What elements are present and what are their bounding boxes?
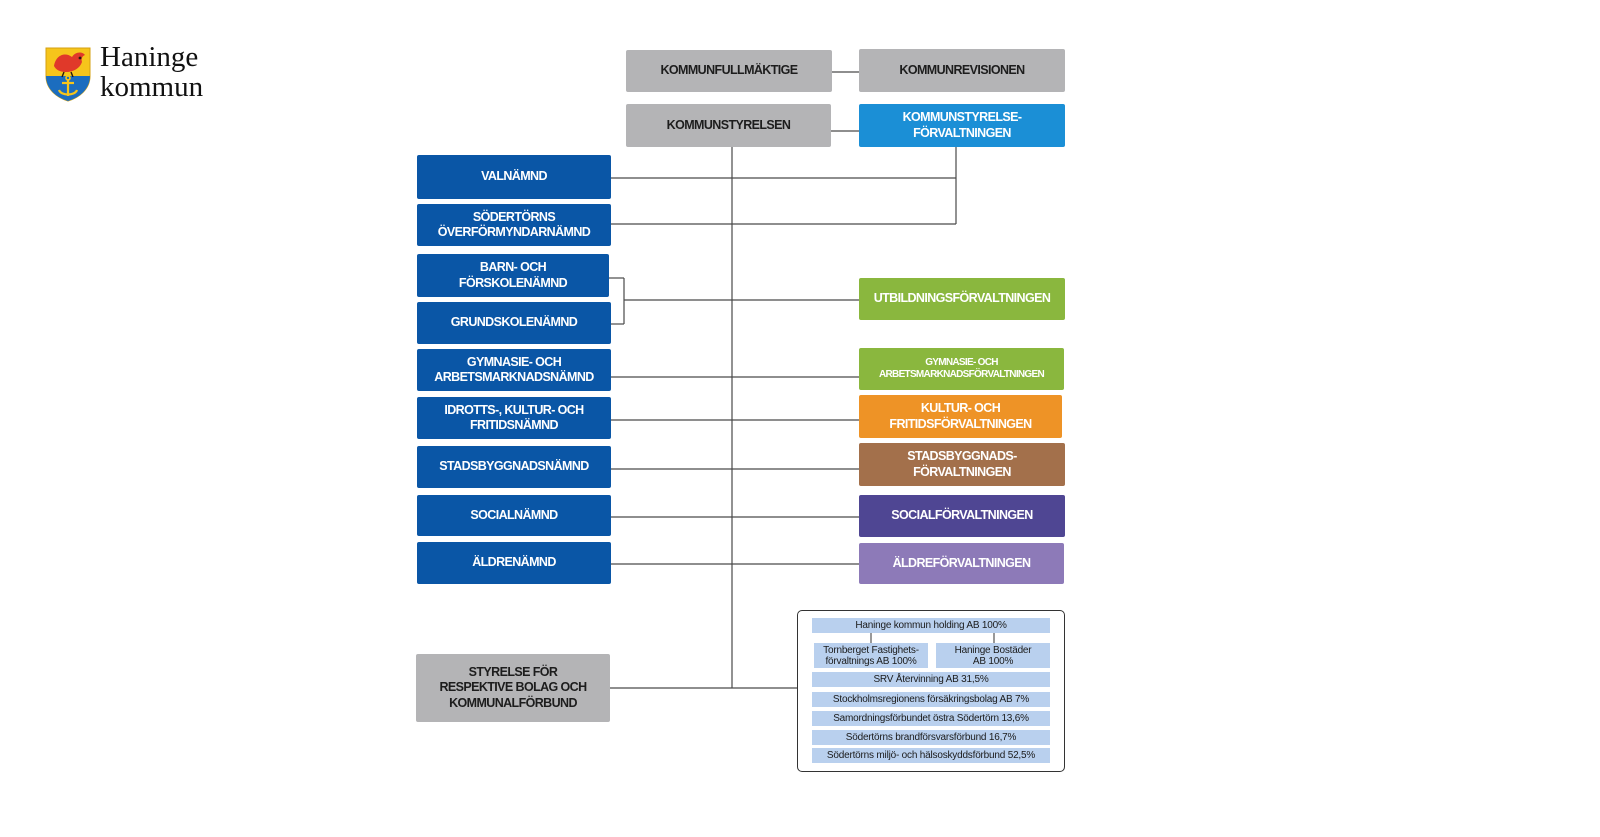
- committee-valnamnd[interactable]: VALNÄMND: [417, 155, 611, 199]
- company-srv[interactable]: SRV Återvinning AB 31,5%: [812, 672, 1050, 687]
- committee-gymnasie-och-arbetsmarknadsnamnd[interactable]: GYMNASIE- OCH ARBETSMARKNADSNÄMND: [417, 349, 611, 391]
- companies-group: Haninge kommun holding AB 100% Tornberge…: [797, 610, 1065, 772]
- admin-utbildningsforvaltningen[interactable]: UTBILDNINGSFÖRVALTNINGEN: [859, 278, 1065, 320]
- admin-gymnasie-och-arbetsmarknadsforvaltningen[interactable]: GYMNASIE- OCH ARBETSMARKNADSFÖRVALTNINGE…: [859, 348, 1064, 390]
- kommunstyrelseforvaltningen-box[interactable]: KOMMUNSTYRELSE- FÖRVALTNINGEN: [859, 104, 1065, 147]
- admin-aldreforvaltningen[interactable]: ÄLDREFÖRVALTNINGEN: [859, 543, 1064, 584]
- company-forsakringsbolag[interactable]: Stockholmsregionens försäkringsbolag AB …: [812, 692, 1050, 707]
- company-brandforsvarsforbund[interactable]: Södertörns brandförsvarsförbund 16,7%: [812, 730, 1050, 745]
- company-tornberget[interactable]: Tornberget Fastighets- förvaltnings AB 1…: [814, 643, 928, 668]
- haninge-kommun-logo: Haninge kommun: [44, 42, 234, 106]
- committee-barn-och-forskolenamnd[interactable]: BARN- OCH FÖRSKOLENÄMND: [417, 254, 609, 297]
- committee-socialnamnd[interactable]: SOCIALNÄMND: [417, 495, 611, 536]
- admin-socialforvaltningen[interactable]: SOCIALFÖRVALTNINGEN: [859, 495, 1065, 537]
- companies-board-box[interactable]: STYRELSE FÖR RESPEKTIVE BOLAG OCH KOMMUN…: [416, 654, 610, 722]
- kommunrevisionen-box[interactable]: KOMMUNREVISIONEN: [859, 49, 1065, 92]
- committee-stadsbyggnadsnamnd[interactable]: STADSBYGGNADSNÄMND: [417, 446, 611, 488]
- coat-of-arms-icon: [45, 47, 91, 102]
- committee-aldrenamnd[interactable]: ÄLDRENÄMND: [417, 542, 611, 584]
- kommunfullmaktige-box[interactable]: KOMMUNFULLMÄKTIGE: [626, 50, 832, 92]
- committee-idrotts-kultur-fritidsnamnd[interactable]: IDROTTS-, KULTUR- OCH FRITIDSNÄMND: [417, 397, 611, 439]
- committee-grundskolenamnd[interactable]: GRUNDSKOLENÄMND: [417, 302, 611, 344]
- admin-kultur-och-fritidsforvaltningen[interactable]: KULTUR- OCH FRITIDSFÖRVALTNINGEN: [859, 395, 1062, 438]
- company-miljo-halsoskyddsforbund[interactable]: Södertörns miljö- och hälsoskyddsförbund…: [812, 748, 1050, 763]
- holding-connectors: [870, 633, 995, 643]
- kommunstyrelsen-box[interactable]: KOMMUNSTYRELSEN: [626, 104, 831, 147]
- admin-stadsbyggnadsforvaltningen[interactable]: STADSBYGGNADS- FÖRVALTNINGEN: [859, 443, 1065, 486]
- company-samordningsforbundet[interactable]: Samordningsförbundet östra Södertörn 13,…: [812, 711, 1050, 726]
- committee-overformyndarnamnd[interactable]: SÖDERTÖRNS ÖVERFÖRMYNDARNÄMND: [417, 204, 611, 246]
- company-holding[interactable]: Haninge kommun holding AB 100%: [812, 618, 1050, 633]
- logo-wordmark: Haninge kommun: [100, 41, 204, 103]
- company-haninge-bostader[interactable]: Haninge Bostäder AB 100%: [936, 643, 1050, 668]
